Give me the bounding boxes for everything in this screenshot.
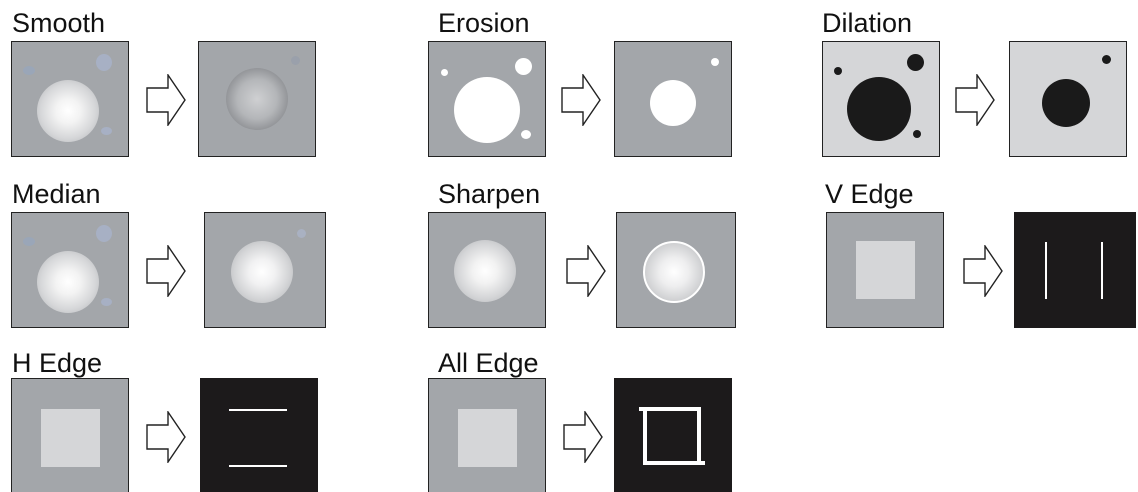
speck	[101, 298, 112, 306]
white-dot	[711, 58, 719, 66]
label-sharpen: Sharpen	[438, 179, 541, 209]
speck	[297, 229, 306, 238]
horizontal-edge-line	[229, 409, 287, 411]
h-edge-output-panel	[200, 378, 318, 492]
label-smooth: Smooth	[12, 8, 106, 38]
speck	[101, 127, 112, 135]
dark-dot	[907, 54, 924, 71]
vertical-edge-line	[1101, 242, 1103, 299]
median-output-panel	[204, 212, 326, 328]
label-all-edge: All Edge	[438, 348, 539, 378]
bright-noisy-blob	[37, 251, 99, 313]
label-dilation: Dilation	[822, 8, 913, 38]
white-dot	[441, 69, 448, 76]
horizontal-edge-line	[229, 465, 287, 467]
arrow-icon	[146, 245, 186, 297]
white-dot	[515, 58, 532, 75]
arrow-icon	[955, 74, 995, 126]
arrow-icon	[146, 74, 186, 126]
bright-noisy-blob	[37, 80, 99, 142]
speck	[23, 237, 35, 246]
all-edge-output-panel	[614, 378, 732, 492]
v-edge-input-panel	[826, 212, 944, 328]
arrow-icon	[146, 411, 186, 463]
edge-outline-square	[643, 407, 701, 465]
dark-dot	[834, 67, 842, 75]
sharpen-input-panel	[428, 212, 546, 328]
median-input-panel	[11, 212, 129, 328]
edge-corner-extension	[701, 461, 705, 465]
label-median: Median	[12, 179, 101, 209]
smooth-input-panel	[11, 41, 129, 157]
white-dot	[521, 130, 531, 139]
dilation-input-panel	[822, 41, 940, 157]
speck	[96, 225, 112, 242]
v-edge-output-panel	[1014, 212, 1136, 328]
dark-dot	[913, 130, 921, 138]
dark-large-blob	[847, 77, 911, 141]
speck	[96, 54, 112, 71]
smoothed-blob	[226, 68, 288, 130]
light-square	[41, 409, 100, 467]
sharpen-output-panel	[616, 212, 736, 328]
label-v-edge: V Edge	[825, 179, 914, 209]
arrow-icon	[963, 245, 1003, 297]
erosion-input-panel	[428, 41, 546, 157]
speck	[23, 66, 35, 75]
all-edge-input-panel	[428, 378, 546, 492]
dilation-output-panel	[1009, 41, 1127, 157]
arrow-icon	[563, 411, 603, 463]
white-blob	[650, 80, 696, 126]
sharpened-blob	[643, 241, 705, 303]
dark-blob	[1042, 79, 1090, 127]
light-square	[856, 241, 915, 299]
arrow-icon	[561, 74, 601, 126]
label-h-edge: H Edge	[12, 348, 103, 378]
smooth-output-panel	[198, 41, 316, 157]
label-erosion: Erosion	[438, 8, 530, 38]
clean-blob	[231, 241, 293, 303]
h-edge-input-panel	[11, 378, 129, 492]
speck	[291, 56, 300, 65]
edge-corner-extension	[639, 407, 643, 411]
erosion-output-panel	[614, 41, 732, 157]
vertical-edge-line	[1045, 242, 1047, 299]
arrow-icon	[566, 245, 606, 297]
white-large-blob	[454, 77, 520, 143]
dark-dot	[1102, 55, 1111, 64]
light-square	[458, 409, 517, 467]
blurry-blob	[454, 240, 516, 302]
